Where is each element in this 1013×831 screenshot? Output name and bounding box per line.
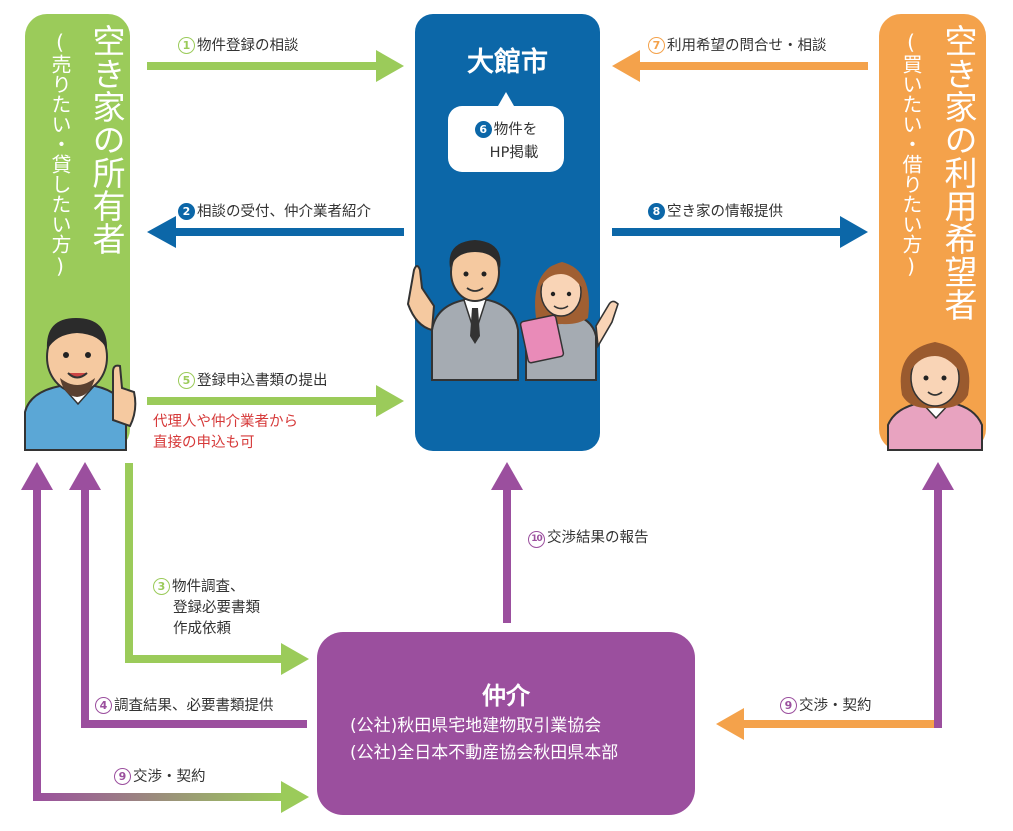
user-title: 空き家の利用希望者 [939, 24, 978, 321]
step-8-number: 8 [648, 203, 665, 220]
step-6-number: 6 [474, 121, 492, 138]
step-5-note-line1: 代理人や仲介業者から [153, 414, 298, 430]
step-4-text: 調査結果、必要書類提供 [114, 698, 274, 714]
step-3-line1: 物件調査、 [172, 579, 245, 595]
arrow-step-8 [612, 216, 868, 248]
owner-subtitle: (売りたい・貸したい方) [48, 30, 72, 278]
city-bubble-line1: 物件を [493, 122, 538, 138]
city-title: 大館市 [467, 47, 548, 78]
step-1-number: 1 [178, 37, 195, 54]
agency-title: 仲介 [482, 682, 530, 710]
step-9a-number: 9 [114, 768, 131, 785]
step-2-text: 相談の受付、仲介業者紹介 [197, 204, 371, 220]
step-2-number: 2 [178, 203, 195, 220]
owner-title: 空き家の所有者 [87, 24, 126, 255]
owner-person-illustration [24, 318, 137, 451]
arrow-step-10 [491, 462, 523, 623]
step-7-text: 利用希望の問合せ・相談 [667, 38, 827, 54]
arrow-step-5 [147, 385, 404, 417]
arrow-step-9b [716, 462, 954, 740]
step-5-number: 5 [178, 372, 195, 389]
step-10-number: 10 [528, 531, 545, 548]
step-8-text: 空き家の情報提供 [667, 204, 783, 220]
step-7-number: 7 [648, 37, 665, 54]
user-person-illustration [887, 342, 983, 451]
arrow-step-7 [612, 50, 868, 82]
user-subtitle: (買いたい・借りたい方) [899, 30, 923, 278]
agency-line1: (公社)秋田県宅地建物取引業協会 [350, 716, 602, 736]
arrow-step-3 [125, 463, 309, 675]
step-3-line3: 作成依頼 [173, 621, 231, 638]
city-bubble-line2: HP掲載 [489, 145, 539, 161]
arrow-step-4 [69, 462, 307, 728]
step-5-note-line2: 直接の申込も可 [153, 435, 255, 451]
arrow-step-2 [147, 216, 404, 248]
step-5-text: 登録申込書類の提出 [197, 373, 328, 389]
agency-box [317, 632, 695, 815]
step-9b-number: 9 [780, 697, 797, 714]
step-4-number: 4 [95, 697, 112, 714]
step-9a-text: 交渉・契約 [133, 769, 206, 785]
arrow-step-1 [147, 50, 404, 82]
arrow-step-9a [21, 462, 309, 813]
bubble-tail [498, 92, 514, 106]
agency-line2: (公社)全日本不動産協会秋田県本部 [350, 743, 619, 763]
step-10-text: 交渉結果の報告 [547, 530, 649, 546]
city-staff-illustration [406, 240, 619, 381]
step-3-number: 3 [153, 578, 170, 595]
step-9b-text: 交渉・契約 [799, 698, 872, 714]
step-1-text: 物件登録の相談 [197, 38, 299, 54]
step-3-line2: 登録必要書類 [173, 600, 260, 617]
